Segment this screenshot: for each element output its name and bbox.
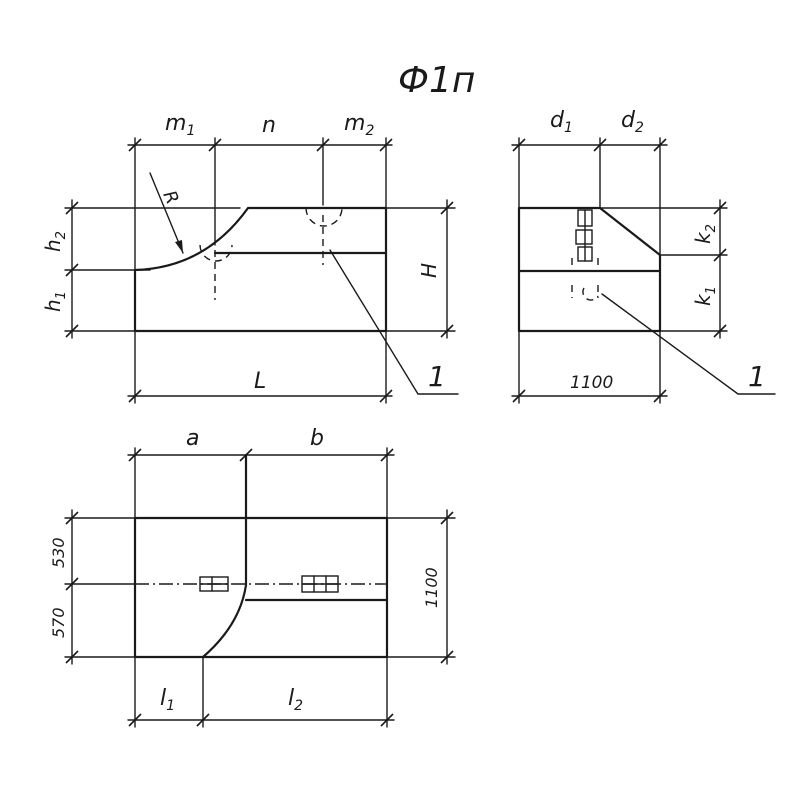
side-lifting-loop	[571, 209, 599, 301]
dim-plan-1100-label: 1100	[422, 567, 441, 608]
callout-1-side: 1	[748, 360, 766, 393]
dim-L-label: L	[254, 369, 266, 394]
lifting-loop-right	[305, 207, 343, 227]
dim-h2-label: h2	[41, 231, 69, 252]
dim-h1-label: h1	[41, 291, 69, 312]
dim-side-width-label: 1100	[570, 373, 613, 393]
dim-k2-label: k2	[691, 224, 719, 244]
plan-view-curve	[201, 453, 248, 659]
dim-k1-label: k1	[691, 286, 719, 306]
dim-530-label: 530	[49, 537, 68, 568]
dim-d1-label: d1	[550, 108, 573, 136]
dim-l1-label: l1	[160, 686, 175, 714]
callout-1-front: 1	[428, 360, 446, 393]
side-view: d1 d2 k2 k1 1100 1	[511, 108, 776, 404]
lifting-loop-left	[199, 244, 233, 262]
dim-l2-label: l2	[288, 686, 303, 714]
dim-m1-label: m1	[165, 111, 195, 139]
plan-view: a b 530 570 1100 l1 l2	[49, 426, 456, 728]
front-view: m1 n m2 R h2 h1 H L 1	[41, 111, 459, 404]
plan-lifting-loop-left	[199, 576, 229, 592]
plan-lifting-loop-right	[301, 575, 339, 593]
dim-n-label: n	[262, 113, 276, 138]
dim-m2-label: m2	[344, 111, 374, 139]
dim-radius-label: R	[158, 187, 182, 207]
dim-d2-label: d2	[621, 108, 644, 136]
side-view-outline	[517, 206, 662, 333]
dim-a-label: a	[186, 426, 199, 451]
drawing-title: Ф1п	[398, 60, 475, 101]
callout-leader-side	[601, 293, 776, 395]
dim-H-label: H	[417, 263, 441, 278]
radius-leader	[149, 172, 184, 254]
callout-leader-front	[329, 249, 459, 395]
dim-b-label: b	[310, 426, 324, 451]
plan-view-outline	[133, 516, 389, 659]
dim-570-label: 570	[49, 607, 68, 638]
